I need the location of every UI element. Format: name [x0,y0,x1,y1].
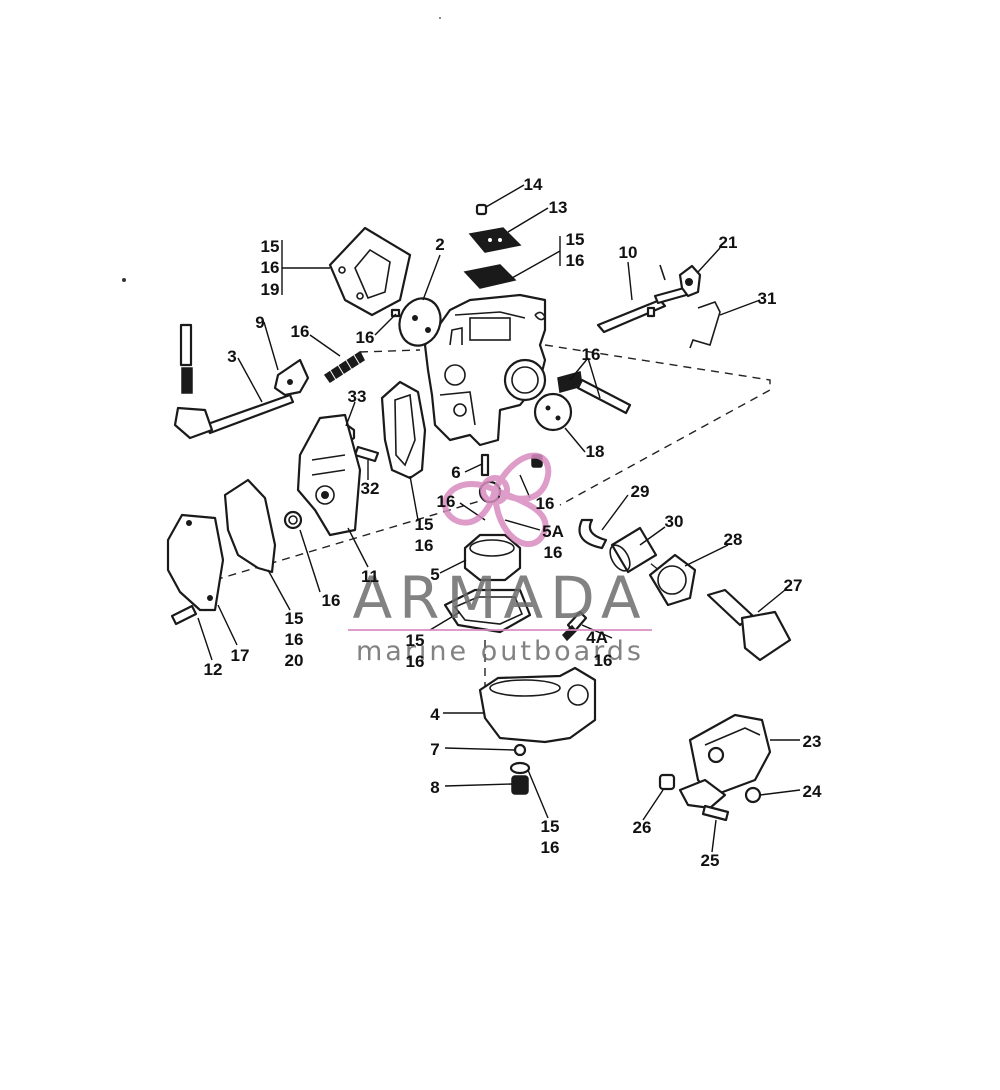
carburetor-body [423,293,547,447]
callout-25: 25 [701,851,720,870]
callout-5a: 5A [542,522,564,541]
callout-26: 26 [633,818,652,837]
choke-shaft-27 [706,588,792,662]
callout-7: 7 [430,740,439,759]
callout-4: 4 [430,705,440,724]
screw-32 [353,445,380,463]
bowl-gasket [443,588,532,634]
spring-right [557,371,632,415]
callout-15: 15 [415,515,434,534]
washer-7 [513,743,527,757]
plate-gasket [463,264,517,289]
callout-16: 16 [415,536,434,555]
callout-15: 15 [566,230,585,249]
ring-29 [578,518,608,550]
callout-2: 2 [435,235,444,254]
callout-21: 21 [719,233,738,252]
callout-23: 23 [803,732,822,751]
leader-lines [197,184,801,853]
bracket-arm [678,778,727,810]
callout-16: 16 [541,838,560,857]
shaft-3 [173,393,295,440]
callout-16: 16 [291,322,310,341]
screw-12 [170,604,198,626]
lever-21 [678,264,702,298]
gasket-tall [380,380,427,480]
idle-screw-spring [179,323,193,394]
propeller-logo [442,452,552,548]
cam-9 [273,358,310,397]
gasket-pump [223,478,277,574]
callout-33: 33 [348,387,367,406]
screw-14 [475,203,488,216]
diaphragm-2 [398,297,442,347]
float-bowl-4 [478,666,597,744]
callout-16: 16 [536,494,555,513]
needle-6 [480,453,490,477]
callout-31: 31 [758,289,777,308]
cap-24 [744,786,762,804]
callout-15: 15 [261,237,280,256]
callout-16: 16 [437,492,456,511]
armada-watermark: ARMADA marine outboards [348,452,652,667]
callout-16: 16 [594,651,613,670]
callout-16: 16 [322,591,341,610]
callout-16: 16 [285,630,304,649]
drain-plug-8 [509,761,531,795]
plate-18 [533,392,573,432]
callout-16: 16 [406,652,425,671]
callout-11: 11 [361,567,379,586]
clip [534,311,546,321]
knob-28 [648,553,697,607]
callout-17: 17 [231,646,250,665]
callout-5: 5 [430,565,439,584]
callout-9: 9 [255,313,264,332]
callout-20: 20 [285,651,304,670]
bushing-30 [609,526,658,574]
callout-29: 29 [631,482,650,501]
plug [283,510,303,530]
callout-15: 15 [541,817,560,836]
callout-8: 8 [430,778,439,797]
callout-12: 12 [204,660,223,679]
callout-16: 16 [356,328,375,347]
watermark-brand: ARMADA [352,564,647,632]
watermark-tagline: marine outboards [356,636,644,667]
callout-6: 6 [451,463,460,482]
cover-plate-13 [468,227,522,253]
pump-body-11 [296,413,362,537]
callout-10: 10 [619,243,638,262]
callout-16: 16 [261,258,280,277]
callout-32: 32 [361,479,380,498]
cover-17 [166,513,225,612]
callout-13: 13 [549,198,568,217]
callout-18: 18 [586,442,605,461]
callout-19: 19 [261,280,280,299]
wire-link-31 [689,301,721,349]
gasket-upper-left [328,226,412,317]
callout-4a: 4A [586,628,608,647]
callout-15: 15 [285,609,304,628]
callout-28: 28 [724,530,743,549]
callout-16: 16 [544,543,563,562]
callout-27: 27 [784,576,803,595]
bushing-26 [658,773,676,791]
callout-16: 16 [566,251,585,270]
scan-specks [122,17,441,282]
spring-left [323,350,365,384]
small-screw [390,308,401,318]
screw-25 [701,804,730,822]
callout-15: 15 [406,631,425,650]
callout-24: 24 [803,782,822,801]
callout-30: 30 [665,512,684,531]
callout-14: 14 [524,175,543,194]
callout-labels: 14 13 15 16 19 2 15 16 10 21 31 9 16 16 … [204,175,822,870]
float-5 [463,533,522,582]
callout-3: 3 [227,347,236,366]
callout-16: 16 [582,345,601,364]
